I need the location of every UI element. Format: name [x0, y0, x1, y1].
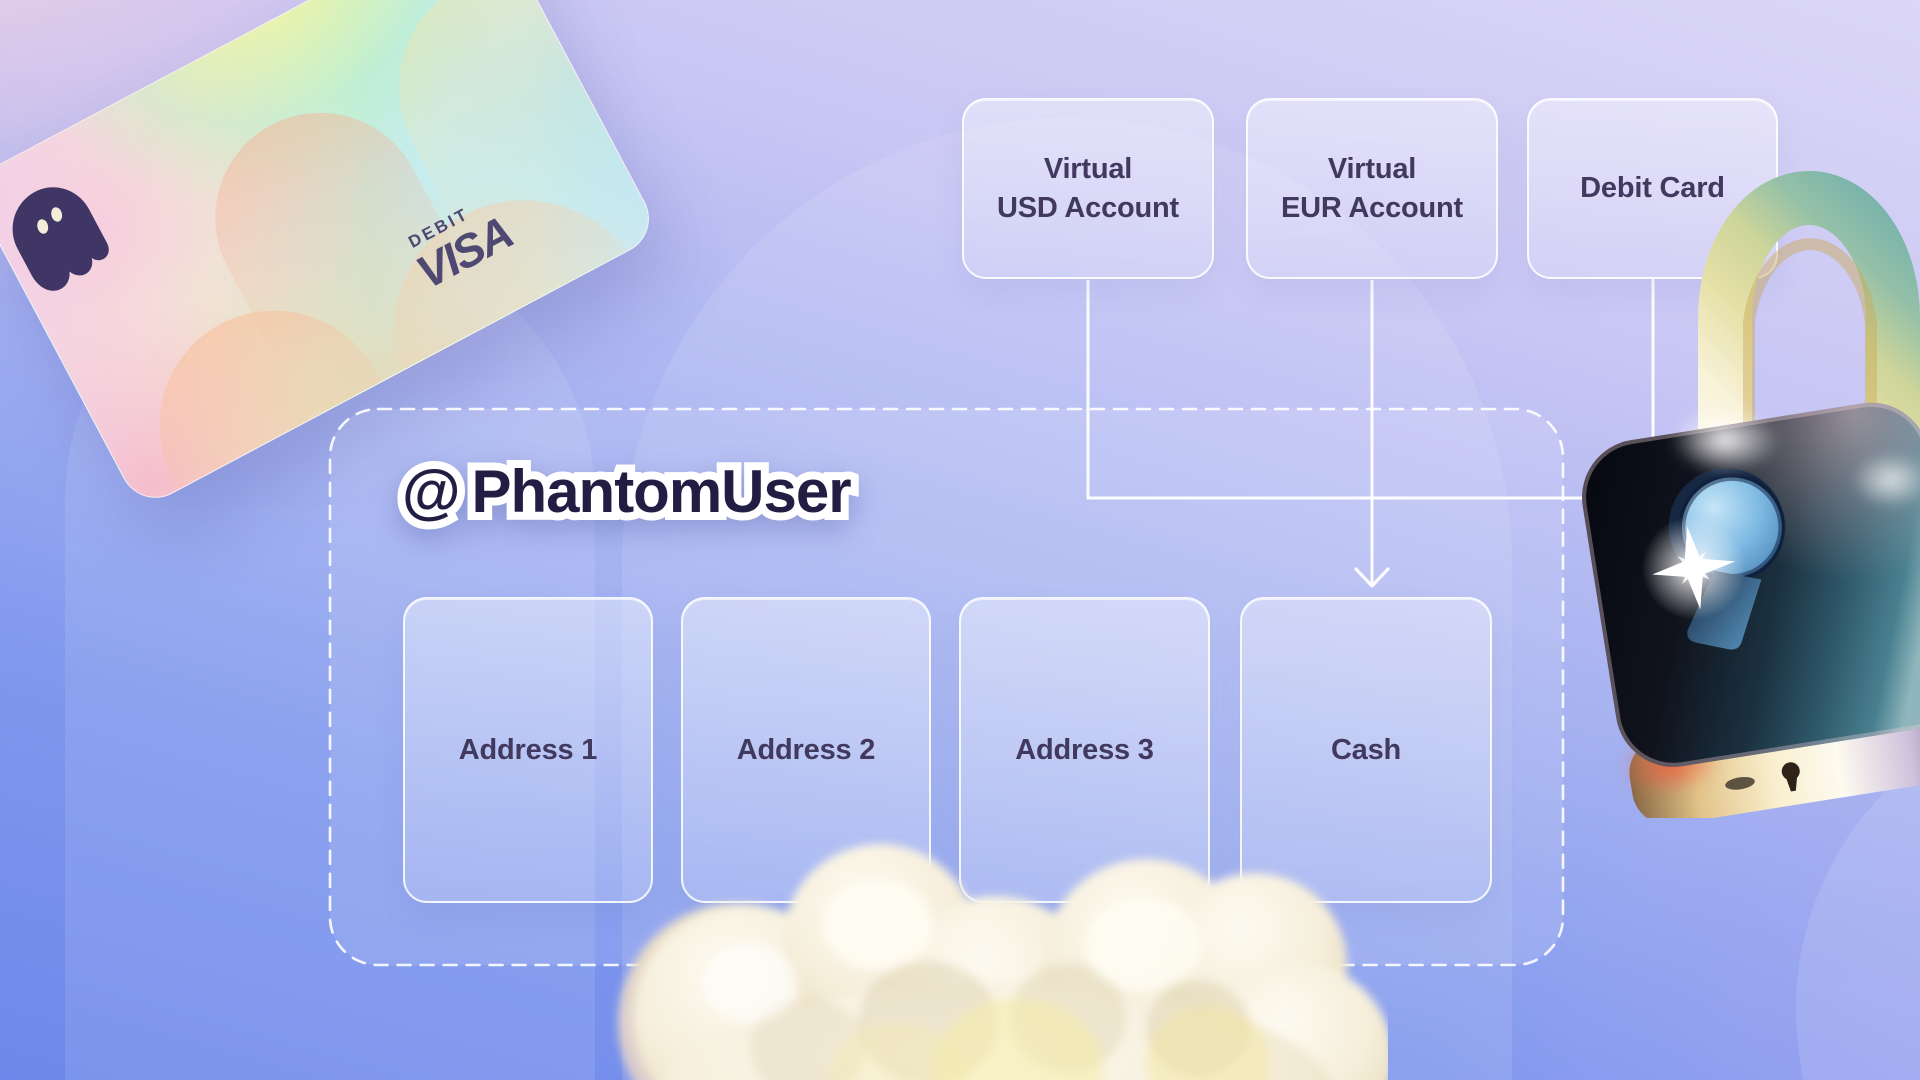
node-label: Address 3	[1015, 733, 1154, 766]
cloud-3d	[618, 844, 1388, 1080]
node-label-line: Debit Card	[1580, 172, 1725, 204]
node-debit-card: Debit Card	[1527, 98, 1778, 279]
node-label: Cash	[1330, 733, 1402, 766]
node-label: Address 1	[458, 733, 598, 766]
handle-name: PhantomUser	[471, 458, 852, 525]
node-label: Address 2	[736, 733, 876, 766]
arrow-head	[1354, 567, 1390, 588]
handle-outline: @PhantomUser	[394, 454, 860, 530]
phantom-ghost-icon	[12, 187, 109, 291]
node-label-line: Virtual	[1043, 152, 1133, 185]
node-label-line: USD Account	[996, 191, 1179, 224]
at-symbol: @	[402, 458, 461, 525]
node-address-3: Address 3	[959, 597, 1210, 903]
handle-text: @PhantomUser	[402, 458, 852, 525]
node-label-line: EUR Account	[1280, 191, 1463, 224]
node-cash: Cash	[1240, 597, 1492, 903]
node-virtual-eur-account: Virtual EUR Account	[1246, 98, 1498, 279]
at-symbol: @	[394, 454, 468, 530]
debit-card-3d: DEBIT VISA	[0, 0, 662, 511]
node-label-line: Virtual	[1327, 152, 1417, 185]
account-handle: @PhantomUser @PhantomUser	[394, 454, 860, 530]
handle-name: PhantomUser	[464, 454, 860, 530]
node-address-1: Address 1	[403, 597, 653, 903]
account-panel	[328, 407, 1565, 967]
padlock-3d	[1582, 171, 1920, 818]
node-virtual-usd-account: Virtual USD Account	[962, 98, 1214, 279]
